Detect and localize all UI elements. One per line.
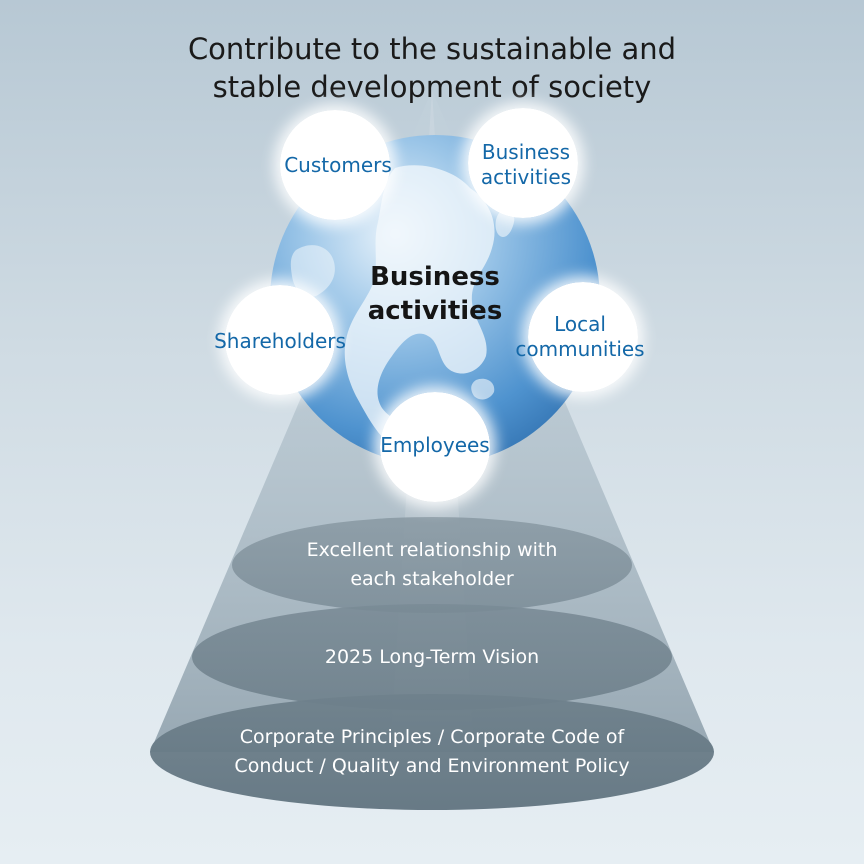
center-label: Business activities <box>335 260 535 328</box>
label-shareholders: Shareholders <box>214 329 346 353</box>
layer-ellipse-middle-shape <box>192 604 672 710</box>
layer-label-bottom: Corporate Principles / Corporate Code of… <box>234 726 630 777</box>
layer-label-top: Excellent relationship with each stakeho… <box>306 539 558 590</box>
diagram-title: Contribute to the sustainable and stable… <box>0 30 864 106</box>
globe-landmass-2 <box>290 245 335 297</box>
layer-ellipse-top-shape <box>232 517 632 613</box>
center-label-line-2: activities <box>367 296 503 326</box>
label-customers: Customers <box>284 153 392 177</box>
label-employees: Employees <box>380 433 490 457</box>
title-line-2: stable development of society <box>212 70 652 104</box>
label-business-activities: Business activities <box>480 140 572 189</box>
center-label-line-1: Business <box>370 262 500 292</box>
bubble-business-activities <box>468 108 578 218</box>
bubble-shareholders <box>225 285 335 395</box>
layer-ellipse-bottom-shape <box>150 694 714 810</box>
bubble-local-communities <box>528 282 638 392</box>
globe-landmass <box>344 165 495 449</box>
layer-label-middle: 2025 Long-Term Vision <box>324 646 540 668</box>
label-local-communities: Local communities <box>515 312 645 361</box>
globe-islands <box>471 209 515 400</box>
title-line-1: Contribute to the sustainable and <box>187 32 677 66</box>
bubble-customers <box>280 110 390 220</box>
bubble-employees <box>380 392 490 502</box>
